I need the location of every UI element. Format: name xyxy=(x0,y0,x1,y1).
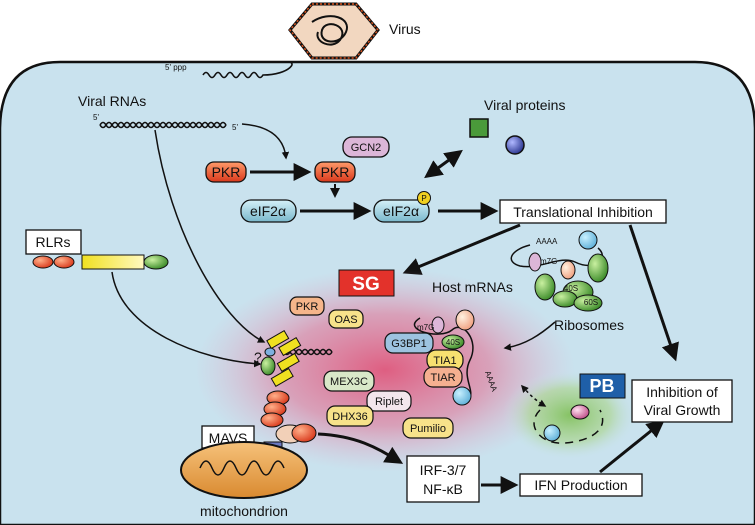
mex3c-label: MEX3C xyxy=(330,376,368,388)
riplet-box xyxy=(366,390,412,412)
host-mrnas-label: Host mRNAs xyxy=(432,279,513,295)
stress-granule-glow xyxy=(195,268,575,472)
five-ppp-label: 5' ppp xyxy=(165,63,187,72)
eif2a-phospho-box xyxy=(373,199,430,223)
ppp-rna-strand xyxy=(202,61,293,79)
arrow-to-sg xyxy=(402,223,521,275)
translational-inhibition-label: Translational Inhibition xyxy=(513,204,653,220)
inhibition-line1: Inhibition of xyxy=(646,384,718,400)
sg-badge xyxy=(338,269,395,297)
arrow-rlrs-to-complex xyxy=(111,271,262,368)
ribosome-40s-sg xyxy=(441,334,465,350)
arrow-rna-to-complex xyxy=(154,129,266,343)
arrow-ifn-to-inhibition xyxy=(599,419,665,474)
aaaa-top-label: AAAA xyxy=(536,237,558,246)
pb-factor-pink xyxy=(570,404,590,420)
pabp-top xyxy=(578,230,598,250)
arrow-mavs-to-irf xyxy=(317,432,404,464)
tiar-box xyxy=(423,366,463,388)
oas-box xyxy=(328,309,364,329)
dhx36-label: DHX36 xyxy=(332,411,367,423)
g3bp1-label: G3BP1 xyxy=(391,338,426,350)
irf-nfkb-box xyxy=(406,455,480,503)
arrow-ribosomes-to-sg xyxy=(503,321,556,351)
viral-proteins-label: Viral proteins xyxy=(484,97,565,113)
m7g-sg-label: m7G xyxy=(417,323,434,332)
cap-top xyxy=(528,252,542,272)
pb-badge xyxy=(579,373,626,399)
ribosomes-label: Ribosomes xyxy=(554,317,624,333)
viral-dsrna xyxy=(99,121,227,129)
rlrs-label: RLRs xyxy=(35,234,70,250)
rlrs-box xyxy=(25,229,82,255)
irf-label: IRF-3/7 xyxy=(420,462,467,478)
m7g-top-label: m7G xyxy=(540,257,557,266)
arrow-sg-pb-exchange xyxy=(521,384,547,407)
cap-sg xyxy=(431,316,445,334)
inhibition-line2: Viral Growth xyxy=(644,402,721,418)
pb-label: PB xyxy=(589,376,614,396)
gcn2-label: GCN2 xyxy=(351,142,382,154)
phospho-badge xyxy=(417,191,431,205)
mavs-oligomer xyxy=(260,390,317,449)
pumilio-label: Pumilio xyxy=(410,423,446,435)
rlr-protein-domains xyxy=(32,254,169,270)
riplet-label: Riplet xyxy=(375,396,403,408)
ifn-production-box xyxy=(519,473,643,497)
host-mrna-sg xyxy=(413,317,474,401)
oas-label: OAS xyxy=(334,314,357,326)
five-prime-right: 5' xyxy=(232,123,238,132)
tia1-label: TIA1 xyxy=(433,355,456,367)
viral-rnas-label: Viral RNAs xyxy=(78,93,146,109)
sg-label: SG xyxy=(352,274,379,295)
mex3c-box xyxy=(323,370,375,392)
factor-sg xyxy=(455,309,475,331)
gcn2-box xyxy=(342,136,390,158)
g3bp1-box xyxy=(384,332,434,354)
viral-protein-circle xyxy=(505,135,525,155)
dhx36-box xyxy=(326,405,374,427)
question-mark: ? xyxy=(254,349,262,365)
mitochondrion xyxy=(180,441,308,499)
pkr-sg-box xyxy=(289,296,325,316)
pkr-active-label: PKR xyxy=(321,164,350,180)
p-body-boundary xyxy=(533,409,604,444)
pb-factor-blue xyxy=(543,424,561,442)
ifn-production-label: IFN Production xyxy=(534,477,627,493)
nfkb-label: NF-κB xyxy=(423,481,463,497)
tiar-label: TIAR xyxy=(430,372,455,384)
ribosome-40s-label: 40S xyxy=(564,284,578,293)
arrow-rna-to-pkr xyxy=(241,123,290,160)
eif2a-phospho-label: eIF2α xyxy=(383,203,419,219)
pkr-active-box xyxy=(314,161,356,183)
phospho-label: P xyxy=(421,194,426,203)
ribosome-40s-sg-label: 40S xyxy=(446,338,460,347)
pkr-inactive-label: PKR xyxy=(212,164,241,180)
ribosome-60s-label: 60S xyxy=(584,298,598,307)
translational-inhibition-box xyxy=(499,199,667,224)
arrow-to-inhibition-growth xyxy=(628,224,679,362)
viral-protein-square xyxy=(469,118,489,138)
pkr-sg-label: PKR xyxy=(296,301,319,313)
virus-particle xyxy=(288,2,380,60)
pabp-sg xyxy=(452,386,472,406)
pumilio-box xyxy=(402,417,454,439)
five-prime-left: 5' xyxy=(93,113,99,122)
eif2a-box xyxy=(240,199,297,223)
eif2a-label: eIF2α xyxy=(250,203,286,219)
ribosome-cluster xyxy=(534,253,609,312)
arrow-eif2a-viral-proteins xyxy=(424,149,463,179)
rlr-complex xyxy=(260,329,302,388)
pkr-inactive-box xyxy=(205,161,247,183)
mitochondrion-label: mitochondrion xyxy=(200,503,288,519)
inhibition-viral-growth-box xyxy=(631,379,733,423)
virus-label: Virus xyxy=(389,21,421,37)
